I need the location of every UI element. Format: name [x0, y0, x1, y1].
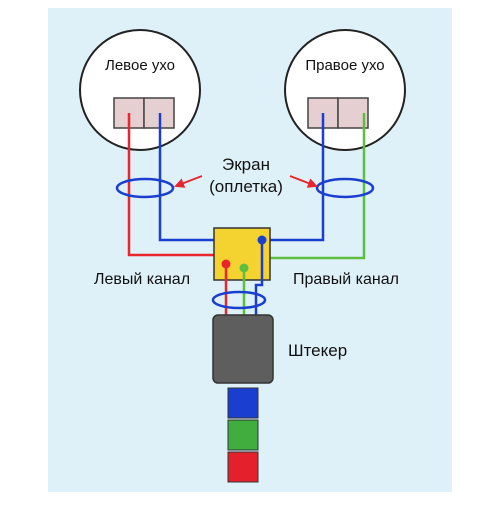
right-shield-loop — [315, 177, 375, 199]
plug-body — [212, 314, 274, 384]
shield-arrow-left — [174, 175, 203, 188]
right-ear: Правое ухо — [284, 29, 406, 151]
right-ear-circle — [284, 29, 406, 151]
shield-arrow-right — [289, 175, 318, 188]
plug-label: Штекер — [288, 341, 347, 360]
right-ear-label: Правое ухо — [305, 57, 384, 74]
junction-dot-green — [239, 263, 249, 273]
shield-label-line2: (оплетка) — [209, 177, 283, 196]
shield-label-line1: Экран — [222, 155, 270, 174]
right-blue-wire — [262, 113, 325, 242]
left-channel-label: Левый канал — [94, 271, 190, 288]
left-ear-label: Левое ухо — [105, 57, 175, 74]
left-shield-loop — [115, 177, 175, 199]
junction-dot-red — [221, 259, 231, 269]
plug-contact-tip — [227, 387, 259, 419]
junction-dot-blue — [257, 235, 267, 245]
lower-shield-loop — [211, 290, 267, 310]
left-ear: Левое ухо — [79, 29, 201, 151]
left-ear-circle — [79, 29, 201, 151]
plug-contact-sleeve — [227, 451, 259, 483]
plug-contact-ring — [227, 419, 259, 451]
right-channel-label: Правый канал — [293, 271, 399, 288]
junction-blue-wire — [254, 240, 264, 318]
